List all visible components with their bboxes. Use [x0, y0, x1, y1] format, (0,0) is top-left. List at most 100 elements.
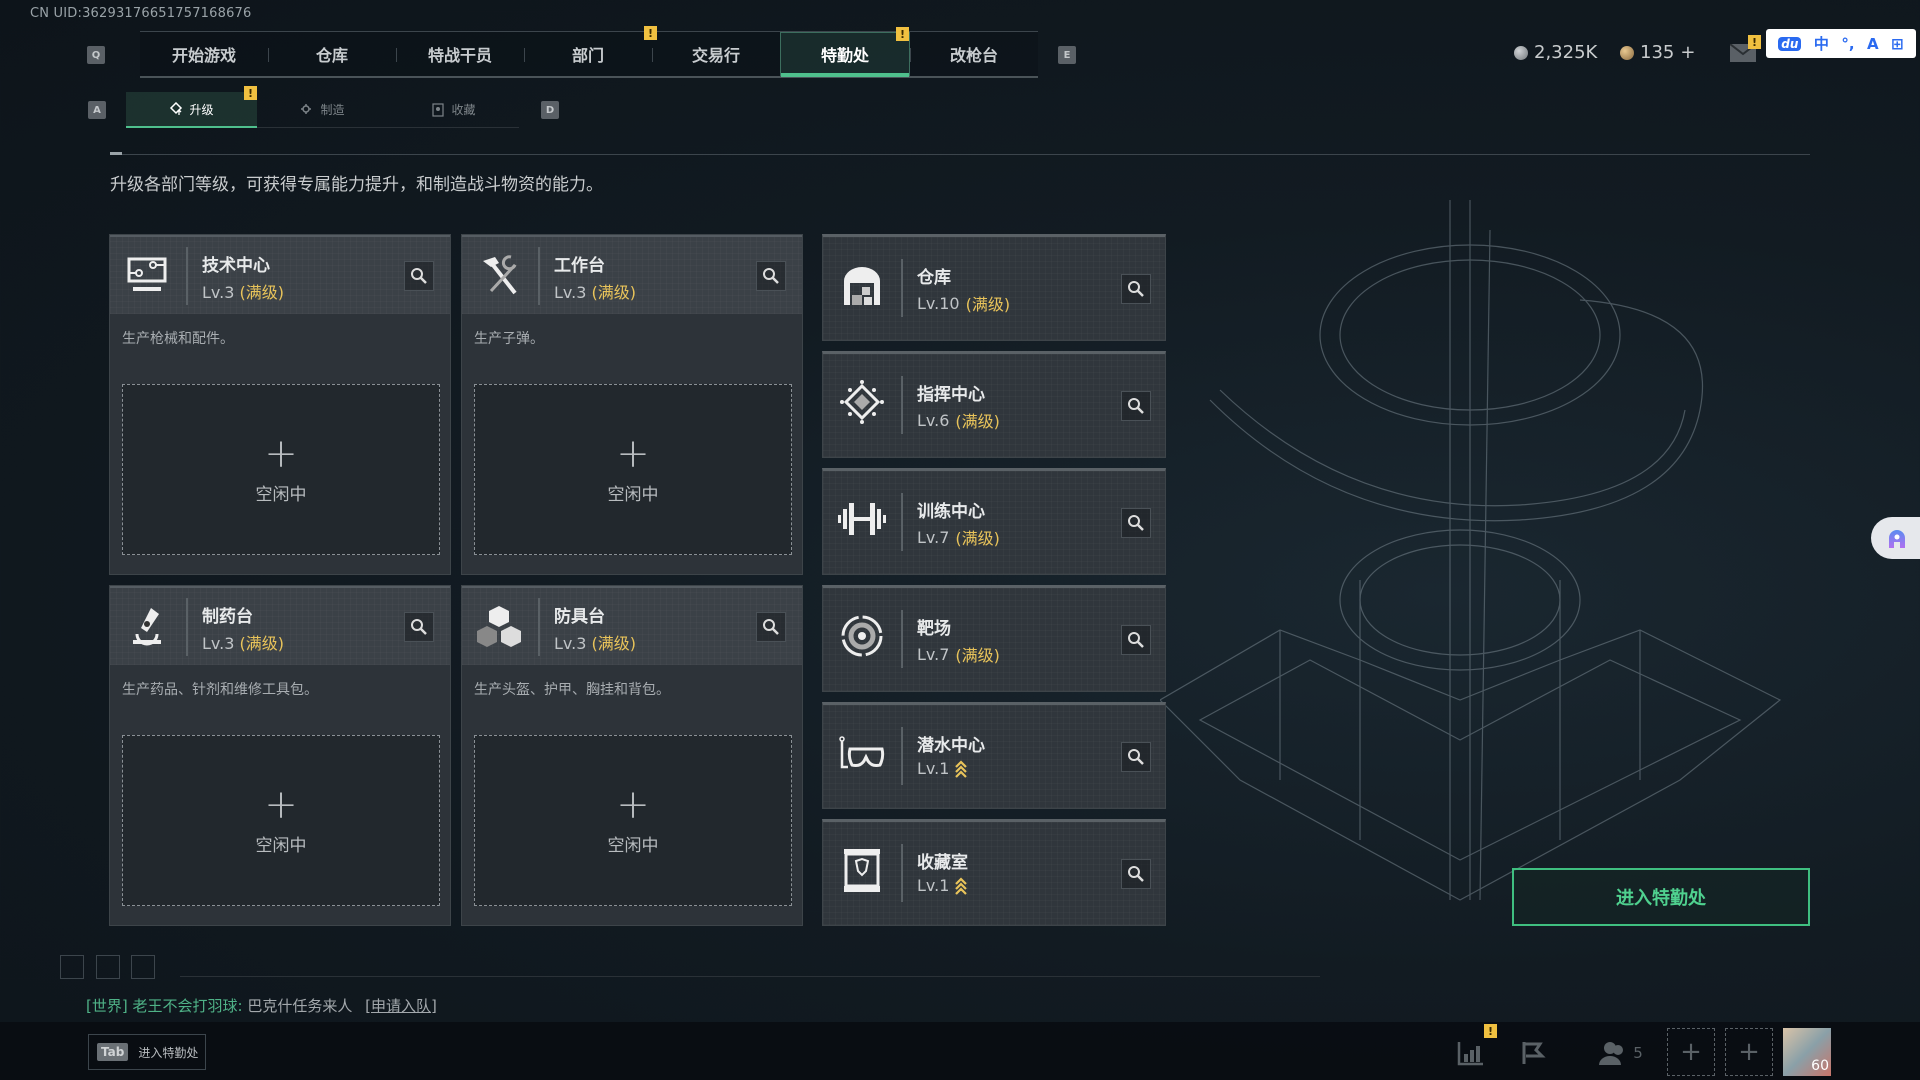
friends-button[interactable]: 5	[1586, 1032, 1656, 1074]
facility-card-tech-center[interactable]: 技术中心 Lv.3 (满级) 生产枪械和配件。 + 空闲中	[109, 234, 451, 575]
production-slot[interactable]: + 空闲中	[474, 735, 792, 906]
inspect-button[interactable]	[404, 612, 434, 642]
level-value: Lv.7	[917, 644, 950, 664]
add-team-slot[interactable]: +	[1725, 1028, 1773, 1076]
subnav-left-key-hint[interactable]: A	[88, 101, 106, 119]
alert-badge: !	[1748, 35, 1761, 49]
target-icon	[837, 610, 887, 662]
tab-start-game[interactable]: 开始游戏	[140, 32, 268, 76]
facility-name: 工作台	[554, 256, 605, 276]
inspect-button[interactable]	[1121, 508, 1151, 538]
production-slot[interactable]: + 空闲中	[122, 735, 440, 906]
subtab-upgrade[interactable]: 升级 !	[126, 86, 257, 128]
nav-left-key-hint[interactable]: Q	[87, 46, 105, 64]
ime-menu[interactable]: ⊞	[1891, 34, 1904, 53]
facility-card-pharmacy[interactable]: 制药台 Lv.3 (满级) 生产药品、针剂和维修工具包。 + 空闲中	[109, 585, 451, 926]
silver-amount: 2,325K	[1534, 42, 1598, 63]
tab-label: 交易行	[691, 46, 740, 65]
assistant-icon	[1889, 530, 1905, 548]
tab-key-hint[interactable]: Tab 进入特勤处	[88, 1034, 206, 1070]
diving-mask-icon	[837, 727, 887, 779]
top-navigation: 开始游戏 仓库 特战干员 部门 ! 交易行 特勤处 ! 改枪台	[140, 26, 1038, 78]
tab-warehouse[interactable]: 仓库	[268, 32, 396, 76]
tab-keycap: Tab	[97, 1043, 129, 1061]
decor-box	[60, 955, 84, 979]
inspect-button[interactable]	[756, 612, 786, 642]
search-icon	[1128, 398, 1144, 414]
facility-card-training-center[interactable]: 训练中心 Lv.7(满级)	[822, 468, 1166, 575]
facility-level: Lv.3 (满级)	[554, 630, 636, 654]
facility-card-warehouse[interactable]: 仓库 Lv.10(满级)	[822, 234, 1166, 341]
ime-assistant[interactable]: A	[1867, 34, 1879, 53]
level-value: Lv.1	[917, 876, 950, 895]
ime-punctuation[interactable]: °,	[1841, 34, 1855, 53]
facility-card-shooting-range[interactable]: 靶场 Lv.7(满级)	[822, 585, 1166, 692]
flag-button[interactable]	[1508, 1032, 1558, 1074]
alert-badge: !	[896, 27, 909, 41]
facility-name: 训练中心	[917, 502, 985, 522]
subtab-collection[interactable]: 收藏	[388, 92, 519, 128]
baidu-ime-logo[interactable]: du	[1778, 36, 1802, 51]
bar-chart-icon	[1457, 1042, 1483, 1066]
mail-button[interactable]: !	[1729, 35, 1761, 66]
nav-right-key-hint[interactable]: E	[1058, 46, 1076, 64]
tab-gunsmith[interactable]: 改枪台	[910, 32, 1038, 76]
divider	[538, 247, 540, 305]
inspect-button[interactable]	[1121, 391, 1151, 421]
tab-label: 开始游戏	[171, 46, 236, 65]
ime-chinese-mode[interactable]: 中	[1813, 35, 1829, 53]
divider	[901, 376, 903, 434]
production-slot[interactable]: + 空闲中	[474, 384, 792, 555]
player-level: 60	[1811, 1058, 1829, 1074]
facility-card-workbench[interactable]: 工作台 Lv.3 (满级) 生产子弹。 + 空闲中	[461, 234, 803, 575]
chat-sender[interactable]: 老王不会打羽球:	[132, 997, 243, 1015]
facility-name: 收藏室	[917, 853, 968, 873]
tab-department[interactable]: 部门 !	[524, 26, 657, 76]
friends-icon	[1599, 1042, 1624, 1065]
level-value: Lv.6	[917, 410, 950, 430]
tab-special-ops[interactable]: 特勤处 !	[780, 27, 910, 77]
enter-special-ops-button[interactable]: 进入特勤处	[1512, 868, 1810, 926]
add-team-slot[interactable]: +	[1667, 1028, 1715, 1076]
add-gold-button[interactable]: +	[1680, 42, 1696, 63]
production-slot[interactable]: + 空闲中	[122, 384, 440, 555]
inspect-button[interactable]	[1121, 859, 1151, 889]
upgrade-available-icon	[955, 759, 968, 778]
subtab-label: 制造	[320, 103, 345, 117]
facility-card-command-center[interactable]: 指挥中心 Lv.6(满级)	[822, 351, 1166, 458]
facility-name: 指挥中心	[917, 385, 985, 405]
facility-card-collection-room[interactable]: 收藏室 Lv.1	[822, 819, 1166, 926]
facility-card-diving-center[interactable]: 潜水中心 Lv.1	[822, 702, 1166, 809]
inspect-button[interactable]	[756, 261, 786, 291]
divider	[901, 844, 903, 902]
slot-status: 空闲中	[255, 485, 307, 505]
subnav-right-key-hint[interactable]: D	[541, 101, 559, 119]
assistant-float-button[interactable]	[1871, 517, 1920, 559]
collection-icon	[432, 102, 445, 117]
player-avatar[interactable]: 60	[1783, 1028, 1831, 1076]
ime-toolbar: du 中 °, A ⊞	[1766, 29, 1916, 58]
inspect-button[interactable]	[404, 261, 434, 291]
tab-operators[interactable]: 特战干员	[396, 32, 524, 76]
subtab-label: 收藏	[451, 103, 476, 117]
add-icon: +	[264, 431, 298, 477]
tab-label: 改枪台	[949, 46, 998, 65]
subtab-craft[interactable]: 制造	[257, 92, 388, 128]
facility-description: 生产子弹。	[474, 331, 544, 347]
bottom-bar	[0, 1022, 1920, 1080]
divider	[186, 247, 188, 305]
max-level-tag: (满级)	[239, 634, 285, 653]
inspect-button[interactable]	[1121, 625, 1151, 655]
max-level-tag: (满级)	[591, 634, 637, 653]
gold-amount: 135	[1640, 42, 1675, 63]
facility-level: Lv.3 (满级)	[554, 279, 636, 303]
inspect-button[interactable]	[1121, 274, 1151, 304]
join-team-link[interactable]: [申请入队]	[365, 997, 437, 1015]
gold-coin-icon	[1620, 45, 1634, 60]
search-icon	[411, 619, 427, 635]
hammer-wrench-icon	[474, 249, 524, 301]
facility-card-armor-bench[interactable]: 防具台 Lv.3 (满级) 生产头盔、护甲、胸挂和背包。 + 空闲中	[461, 585, 803, 926]
tab-market[interactable]: 交易行	[652, 32, 780, 76]
inspect-button[interactable]	[1121, 742, 1151, 772]
stats-button[interactable]: !	[1446, 1024, 1497, 1074]
